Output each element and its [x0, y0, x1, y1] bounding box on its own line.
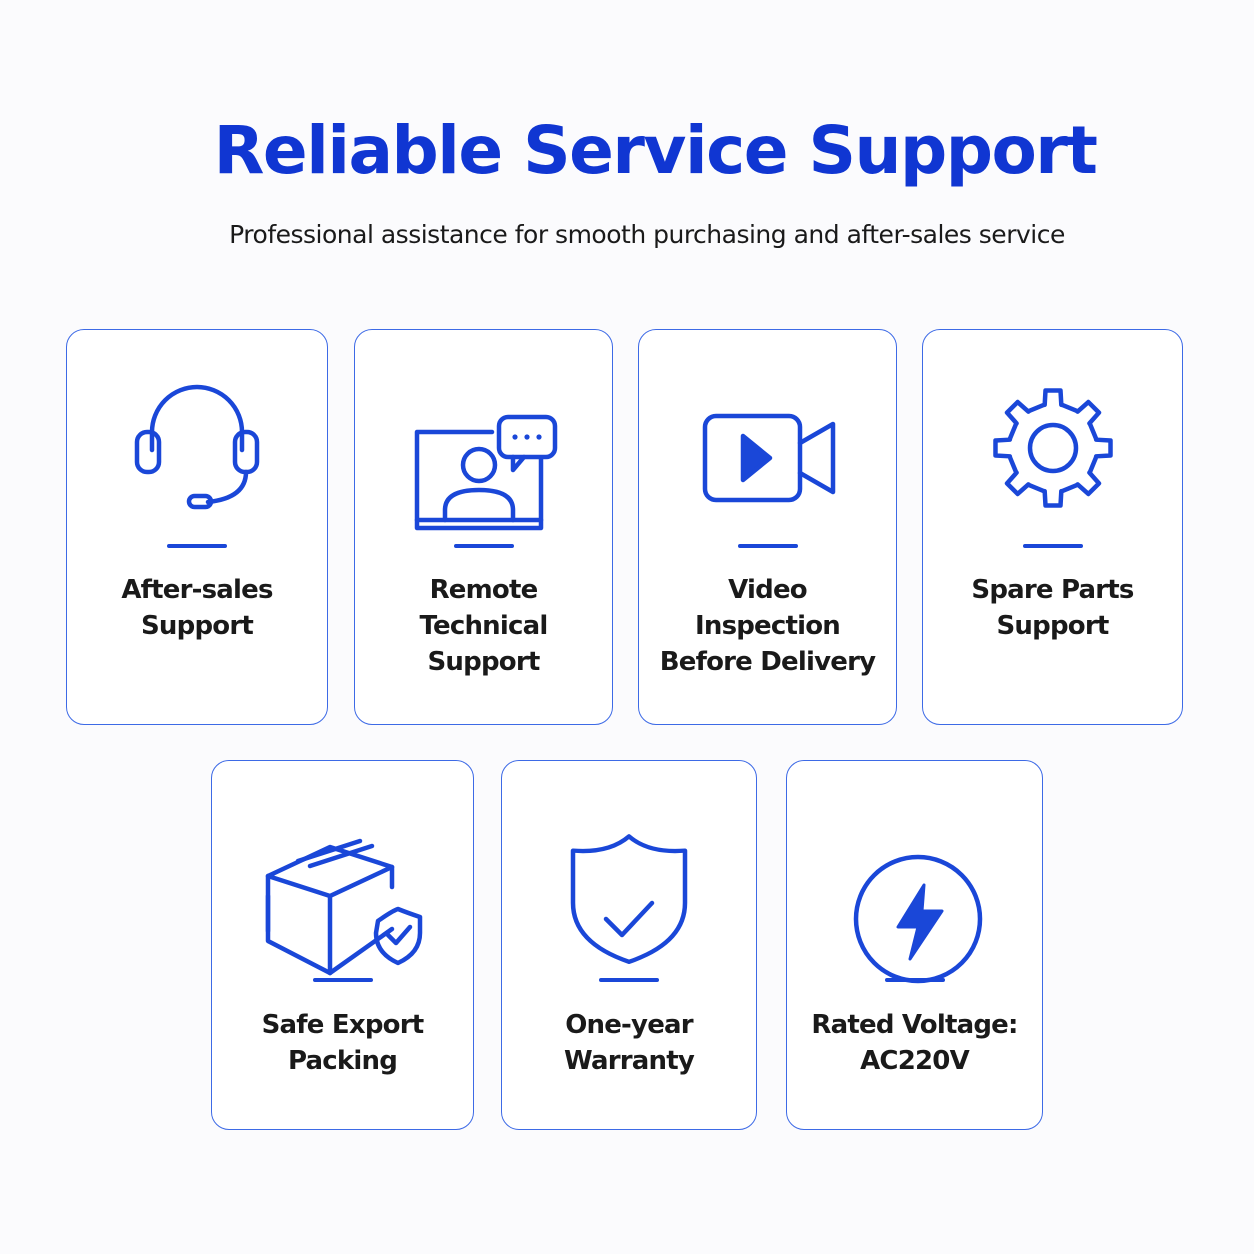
card-label: Safe Export Packing: [261, 1010, 425, 1076]
card-one-year-warranty: One-year Warranty: [501, 760, 757, 1130]
remote-monitor-chat-icon: [414, 414, 557, 531]
lightning-bolt-icon: [853, 854, 982, 984]
card-video-inspection: Video Inspection Before Delivery: [638, 329, 897, 725]
card-label: Spare Parts Support: [971, 575, 1134, 641]
card-divider: [312, 978, 373, 982]
card-safe-export-packing: Safe Export Packing: [211, 760, 474, 1130]
card-divider: [167, 544, 227, 548]
video-camera-icon: [702, 413, 835, 503]
page-subtitle: Professional assistance for smooth purch…: [229, 220, 1065, 249]
card-label: Video Inspection Before Delivery: [659, 575, 876, 677]
card-divider: [599, 978, 659, 982]
shield-check-icon: [570, 834, 688, 964]
card-label: After-sales Support: [121, 575, 273, 641]
card-label: One-year Warranty: [564, 1010, 695, 1076]
card-label: Rated Voltage: AC220V: [811, 1010, 1018, 1076]
card-remote-technical-support: Remote Technical Support: [354, 329, 613, 725]
card-rated-voltage: Rated Voltage: AC220V: [786, 760, 1043, 1130]
card-after-sales-support: After-sales Support: [66, 329, 328, 725]
card-label: Remote Technical Support: [419, 575, 549, 677]
card-divider: [1022, 544, 1083, 548]
card-spare-parts-support: Spare Parts Support: [922, 329, 1183, 725]
gear-icon: [992, 388, 1113, 508]
card-divider: [884, 978, 945, 982]
card-divider: [453, 544, 514, 548]
card-divider: [737, 544, 798, 548]
page-title: Reliable Service Support: [213, 112, 1098, 189]
package-shield-icon: [265, 838, 422, 976]
headset-icon: [134, 384, 260, 510]
